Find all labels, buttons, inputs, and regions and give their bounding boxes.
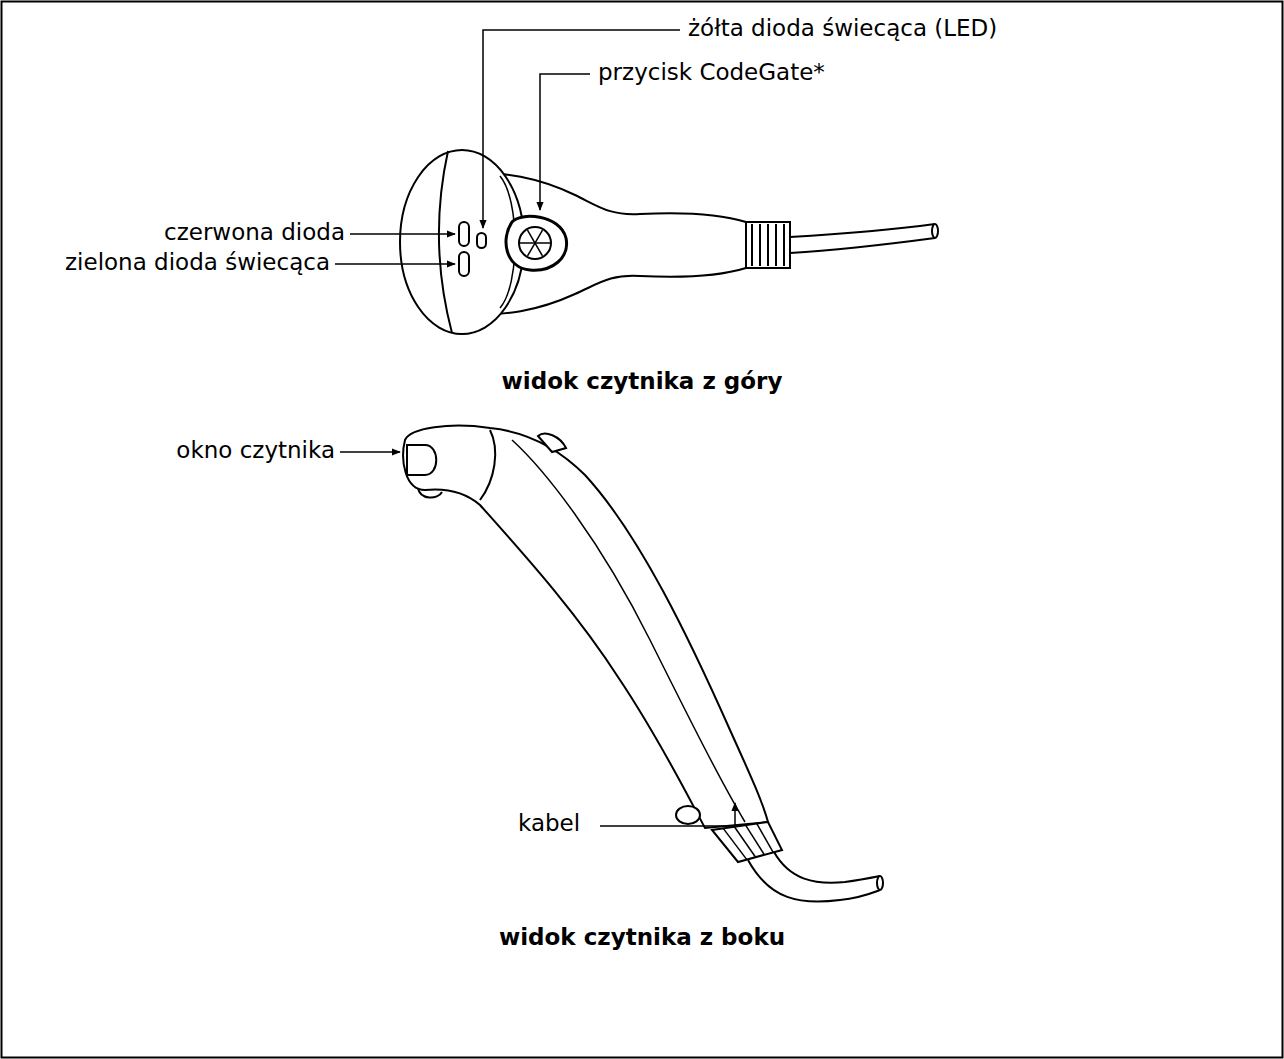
button-spoke — [535, 243, 543, 256]
cable-edge — [790, 238, 935, 253]
scanner-window — [407, 445, 436, 475]
leader-line — [540, 74, 590, 210]
part-label: okno czytnika — [176, 437, 335, 465]
cable-edge — [774, 852, 880, 883]
leader-line — [335, 263, 455, 265]
ridge — [783, 224, 785, 266]
ridge — [723, 828, 747, 859]
button-center — [519, 227, 551, 259]
ridge — [775, 224, 777, 266]
scanner-side-view — [403, 426, 883, 902]
scanner-body — [403, 426, 768, 828]
button-spokes — [520, 230, 550, 256]
part-label: przycisk CodeGate* — [598, 59, 825, 87]
ridge — [734, 827, 755, 857]
button-bump — [538, 434, 566, 452]
button-spoke — [535, 242, 550, 244]
bottom-tab — [676, 806, 700, 824]
leader-lines — [335, 30, 735, 826]
strain-relief-ridges — [723, 824, 773, 860]
strain-relief — [712, 822, 782, 862]
cable-edge — [790, 224, 935, 237]
green-led — [459, 252, 469, 276]
codegate-button — [506, 216, 567, 270]
button-spoke — [528, 243, 536, 256]
ridge — [767, 224, 769, 266]
ridge — [759, 224, 761, 266]
head-seam — [439, 151, 452, 333]
strain-relief-ridges — [752, 224, 784, 266]
strain-relief — [746, 222, 790, 268]
leader-line — [350, 233, 455, 235]
yellow-led — [477, 233, 486, 248]
body-seam — [512, 440, 745, 822]
head-joint — [480, 430, 495, 500]
leader-line — [340, 451, 400, 453]
ridge — [746, 825, 765, 855]
cable-end — [932, 224, 938, 238]
button-spoke — [520, 242, 535, 244]
button-spoke — [528, 230, 536, 243]
red-led — [459, 222, 469, 246]
part-label: żółta dioda świecąca (LED) — [688, 15, 997, 43]
leader-line — [600, 803, 735, 826]
part-label: kabel — [518, 810, 580, 838]
scanner-top-view — [400, 150, 938, 334]
view-caption: widok czytnika z góry — [502, 368, 783, 396]
view-caption: widok czytnika z boku — [499, 924, 785, 952]
ridge — [757, 824, 773, 853]
cable-end — [877, 876, 883, 890]
button-spoke — [535, 230, 543, 243]
ridge — [751, 224, 753, 266]
part-label: zielona dioda świecąca — [65, 249, 330, 277]
window-lip — [418, 488, 442, 498]
part-label: czerwona dioda — [164, 219, 345, 247]
